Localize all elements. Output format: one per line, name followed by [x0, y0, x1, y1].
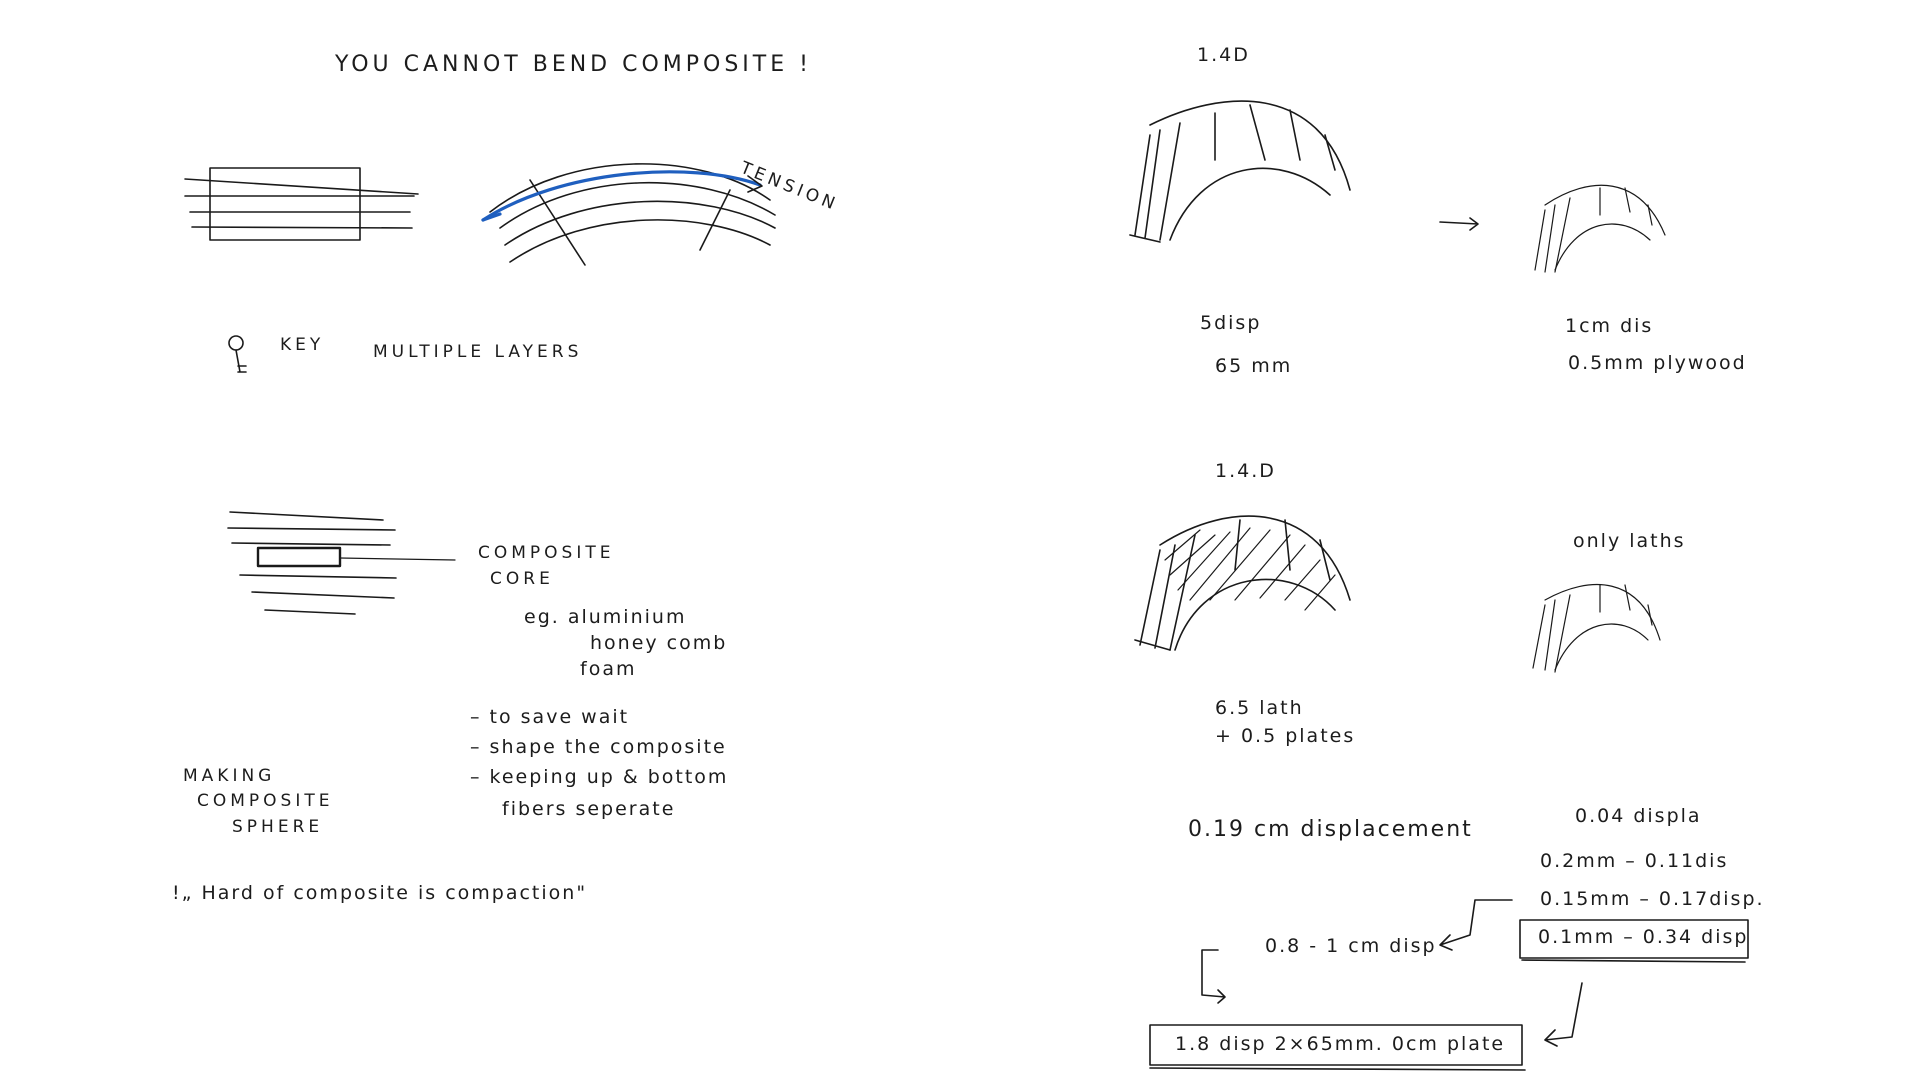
dome-sketch-small-top	[1534, 184, 1666, 273]
dome-sketch-top	[1129, 100, 1351, 243]
arrow-right	[1439, 217, 1479, 231]
label-1cm-dis: 1cm dis	[1565, 315, 1654, 337]
row-015mm: 0.15mm – 0.17disp.	[1540, 888, 1765, 910]
label-lath: 6.5 lath	[1215, 697, 1304, 719]
making-line2: COMPOSITE	[197, 791, 334, 811]
row-02mm: 0.2mm – 0.11dis	[1540, 850, 1729, 872]
composite-core-line2: CORE	[490, 569, 554, 589]
row-01mm: 0.1mm – 0.34 disp	[1538, 926, 1749, 948]
making-line1: MAKING	[183, 766, 276, 786]
label-1-4d-top: 1.4D	[1197, 44, 1250, 66]
key-label: KEY	[280, 335, 325, 355]
label-019-displacement: 0.19 cm displacement	[1188, 817, 1473, 842]
label-only-laths: only laths	[1573, 530, 1686, 552]
bullet-2: – shape the composite	[470, 736, 727, 758]
composite-layers-sketch	[184, 167, 419, 241]
eg-line1: eg. aluminium	[524, 606, 687, 628]
bullet-3b: fibers seperate	[502, 798, 676, 820]
making-line3: SPHERE	[232, 817, 324, 837]
composite-core-line1: COMPOSITE	[478, 543, 615, 563]
composite-core-sketch	[227, 511, 456, 615]
label-5disp: 5disp	[1200, 312, 1262, 334]
key-icon	[228, 335, 247, 373]
compaction-quote: !„ Hard of composite is compaction"	[172, 882, 588, 904]
dome-sketch-laths	[1532, 584, 1661, 673]
eg-line2: honey comb	[590, 632, 728, 654]
final-box-text: 1.8 disp 2×65mm. 0cm plate	[1175, 1033, 1506, 1055]
bullet-1: – to save wait	[470, 706, 630, 728]
bullet-3: – keeping up & bottom	[470, 766, 729, 788]
bottom-right-arrows	[1149, 899, 1749, 1071]
headline-text: YOU CANNOT BEND COMPOSITE !	[335, 52, 812, 77]
label-65mm: 65 mm	[1215, 355, 1293, 377]
dome-sketch-hatched	[1134, 515, 1351, 651]
label-08-1cm-disp: 0.8 - 1 cm disp	[1265, 935, 1437, 957]
label-004-displa: 0.04 displa	[1575, 805, 1702, 827]
eg-line3: foam	[580, 658, 637, 680]
label-1-4d-mid: 1.4.D	[1215, 460, 1276, 482]
label-plates: + 0.5 plates	[1215, 725, 1356, 747]
multiple-layers-label: MULTIPLE LAYERS	[373, 342, 583, 362]
label-plywood: 0.5mm plywood	[1568, 352, 1747, 374]
bent-composite-sketch	[481, 163, 776, 266]
